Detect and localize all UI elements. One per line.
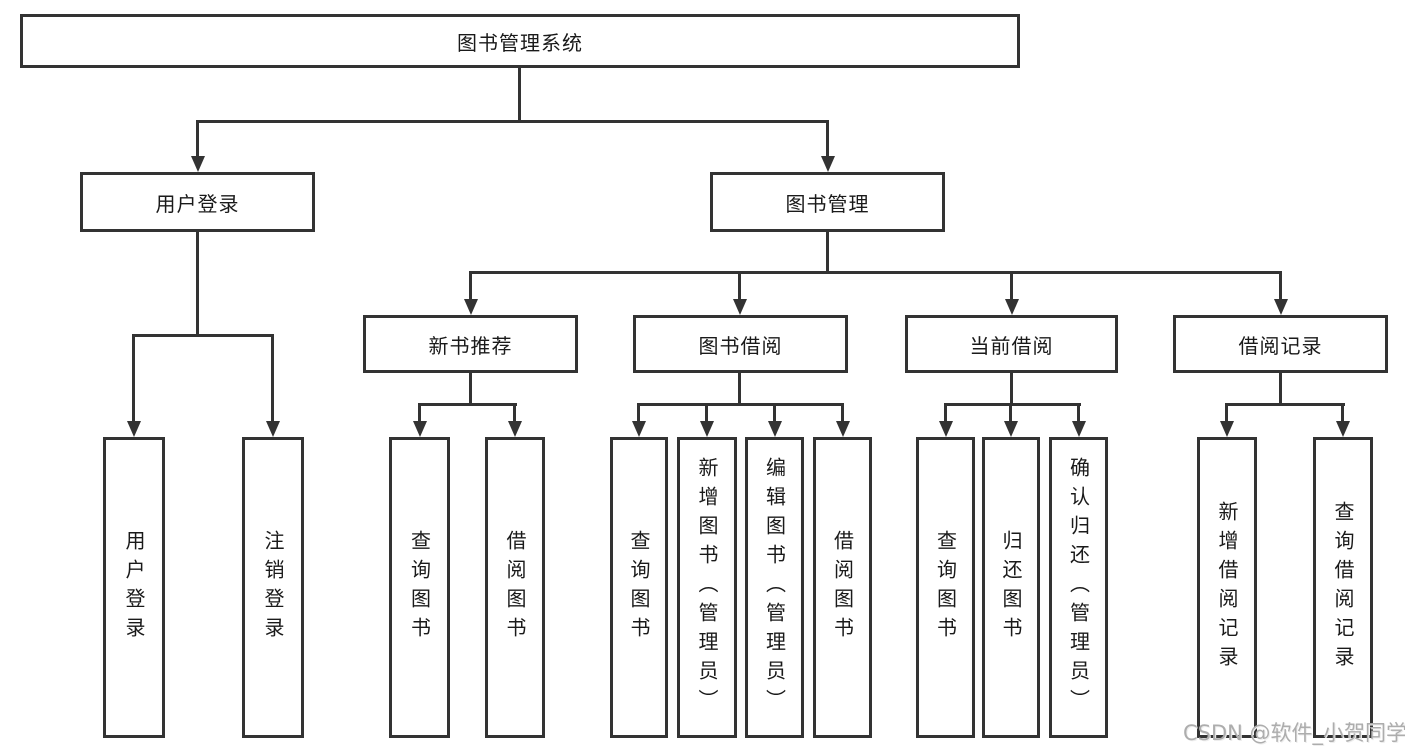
- connector-new-book-stem: [469, 373, 472, 406]
- arrow-to-book-mgmt: [821, 120, 835, 172]
- leaf-user-login-label: 用户登录: [122, 529, 146, 646]
- connector-user-login-stem: [196, 232, 199, 337]
- node-user-login: 用户登录: [80, 172, 315, 232]
- leaf-borrow-add-books: 新增图书（管理员）: [677, 437, 737, 738]
- leaf-current-confirm-return: 确认归还（管理员）: [1049, 437, 1108, 738]
- leaf-borrow-borrow-books-label: 借阅图书: [830, 529, 855, 646]
- arrow-to-leaf-logout: [266, 337, 280, 437]
- arrow-to-current-borrow: [1005, 274, 1019, 315]
- arrow-to-bb-add: [700, 406, 714, 437]
- node-book-borrow: 图书借阅: [633, 315, 848, 373]
- arrow-to-br-query: [1336, 406, 1350, 437]
- arrow-to-user-login: [191, 120, 205, 172]
- arrow-to-book-borrow: [733, 274, 747, 315]
- arrow-to-nb-borrow: [508, 406, 522, 437]
- arrow-to-new-book: [464, 274, 478, 315]
- node-current-borrow: 当前借阅: [905, 315, 1118, 373]
- leaf-current-query-books-label: 查询图书: [933, 529, 958, 646]
- leaf-borrow-add-books-label: 新增图书（管理员）: [695, 457, 719, 718]
- leaf-current-return-books-label: 归还图书: [999, 529, 1023, 646]
- leaf-newbook-borrow-books: 借阅图书: [485, 437, 545, 738]
- arrow-to-bb-borrow: [836, 406, 850, 437]
- arrow-to-cb-query: [939, 406, 953, 437]
- connector-book-mgmt-stem: [826, 232, 829, 274]
- leaf-logout: 注销登录: [242, 437, 304, 738]
- connector-book-borrow-bar: [637, 403, 844, 406]
- leaf-records-add-record-label: 新增借阅记录: [1215, 500, 1239, 675]
- arrow-to-leaf-user-login: [127, 337, 141, 437]
- leaf-records-query-record-label: 查询借阅记录: [1331, 500, 1355, 675]
- leaf-newbook-borrow-books-label: 借阅图书: [503, 529, 527, 646]
- connector-root-stem: [518, 68, 521, 123]
- connector-book-mgmt-bar: [469, 271, 1282, 274]
- node-new-book: 新书推荐: [363, 315, 578, 373]
- arrow-to-cb-confirm: [1072, 406, 1086, 437]
- node-borrow-records: 借阅记录: [1173, 315, 1388, 373]
- leaf-current-return-books: 归还图书: [982, 437, 1040, 738]
- connector-current-borrow-stem: [1010, 373, 1013, 406]
- leaf-records-query-record: 查询借阅记录: [1313, 437, 1373, 738]
- connector-user-login-bar: [132, 334, 274, 337]
- arrow-to-bb-edit: [768, 406, 782, 437]
- leaf-newbook-query-books-label: 查询图书: [407, 529, 432, 646]
- arrow-to-br-add: [1220, 406, 1234, 437]
- leaf-newbook-query-books: 查询图书: [389, 437, 450, 738]
- leaf-borrow-edit-books: 编辑图书（管理员）: [745, 437, 804, 738]
- connector-borrow-records-bar: [1225, 403, 1345, 406]
- leaf-borrow-edit-books-label: 编辑图书（管理员）: [762, 457, 787, 718]
- leaf-borrow-borrow-books: 借阅图书: [813, 437, 872, 738]
- leaf-logout-label: 注销登录: [261, 529, 285, 646]
- leaf-borrow-query-books: 查询图书: [610, 437, 668, 738]
- arrow-to-bb-query: [632, 406, 646, 437]
- arrow-to-borrow-records: [1274, 274, 1288, 315]
- connector-book-borrow-stem: [738, 373, 741, 406]
- arrow-to-nb-query: [413, 406, 427, 437]
- csdn-watermark: CSDN @软件_小贺同学: [1183, 721, 1405, 745]
- leaf-current-confirm-return-label: 确认归还（管理员）: [1066, 457, 1091, 718]
- leaf-current-query-books: 查询图书: [916, 437, 975, 738]
- node-book-mgmt: 图书管理: [710, 172, 945, 232]
- connector-borrow-records-stem: [1279, 373, 1282, 406]
- connector-new-book-bar: [418, 403, 517, 406]
- leaf-records-add-record: 新增借阅记录: [1197, 437, 1257, 738]
- leaf-borrow-query-books-label: 查询图书: [627, 529, 651, 646]
- connector-current-borrow-bar: [944, 403, 1081, 406]
- arrow-to-cb-return: [1004, 406, 1018, 437]
- leaf-user-login: 用户登录: [103, 437, 165, 738]
- node-library-system: 图书管理系统: [20, 14, 1020, 68]
- connector-root-bar: [196, 120, 829, 123]
